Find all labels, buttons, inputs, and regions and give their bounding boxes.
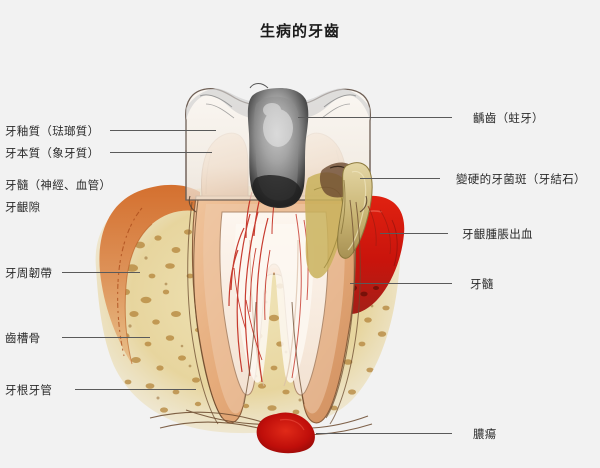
gum-left-healthy <box>99 184 200 365</box>
caries-highlight <box>263 103 293 147</box>
leader-line-abscess <box>316 433 452 434</box>
caries-cavity <box>247 83 309 208</box>
periapical-abscess <box>256 412 315 454</box>
leader-line-enamel <box>110 130 216 131</box>
periodontal-ligament-lines <box>187 199 361 425</box>
label-pulp: 牙髓 <box>470 277 494 291</box>
leader-line-calculus <box>360 178 440 179</box>
label-pulp-nerve-vessels: 牙髓（神經、血管） <box>5 178 112 192</box>
gingival-sulcus-line <box>188 195 368 213</box>
label-alveolar-bone: 齒槽骨 <box>5 331 41 345</box>
page-title: 生病的牙齒 <box>259 22 340 40</box>
leader-line-periodontal <box>62 272 140 273</box>
leader-line-dentin <box>110 152 212 153</box>
label-root-canal: 牙根牙管 <box>5 383 53 397</box>
label-caries: 齲齒（蛀牙） <box>473 111 544 125</box>
label-abscess: 膿瘍 <box>473 427 497 441</box>
label-gum-swelling-bleeding: 牙齦腫脹出血 <box>462 227 533 241</box>
leader-line-pulp <box>350 283 452 284</box>
label-periodontal-ligament: 牙周韌帶 <box>5 266 53 280</box>
tartar-calculus-deposit <box>337 162 373 259</box>
label-gingival-sulcus: 牙齦隙 <box>5 200 41 214</box>
leader-line-caries <box>298 117 452 118</box>
pulp-vessels-nerves <box>228 187 277 383</box>
leader-line-root-canal <box>75 389 196 390</box>
label-enamel: 牙釉質（琺瑯質） <box>5 124 100 138</box>
leader-line-gum-bleeding <box>380 233 448 234</box>
label-dental-calculus: 變硬的牙菌斑（牙結石） <box>456 172 586 186</box>
gum-inflammation-vessels <box>367 205 391 255</box>
leader-line-alveolar-bone <box>62 337 150 338</box>
label-dentin: 牙本質（象牙質） <box>5 146 100 160</box>
caries-deep-core <box>252 175 302 207</box>
